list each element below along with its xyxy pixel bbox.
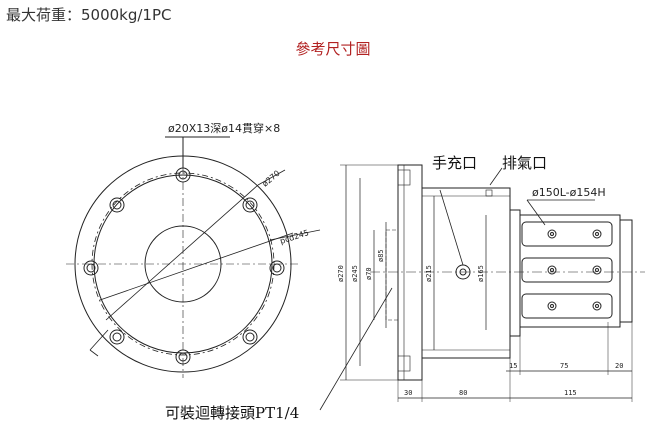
swivel-leader: [319, 287, 393, 411]
cylinder-port: [547, 301, 557, 311]
bolt-hole: [269, 260, 285, 276]
max-load-text: 最大荷重：5000kg/1PC: [6, 6, 172, 24]
dim-d245-text: ø245: [351, 265, 359, 282]
cyl-label-leader: [526, 199, 546, 226]
exhaust-port: [485, 189, 493, 197]
dim-d270-text: ø270: [337, 265, 345, 282]
exhaust-port-label: 排氣口: [502, 154, 547, 172]
cylinder-port: [547, 229, 557, 239]
exhaust-leader: [489, 167, 503, 186]
bottom-leader: [89, 329, 109, 351]
manual-port-label: 手充口: [432, 154, 477, 172]
bolt-hole-inner: [178, 170, 188, 180]
end-cap: [619, 219, 633, 323]
manual-port-leader: [439, 189, 464, 266]
dim-20-text: 20: [615, 362, 623, 370]
cylinder-port: [592, 301, 602, 311]
bottom-leader: [89, 349, 99, 357]
bolt-hole-inner: [272, 263, 282, 273]
bolt-hole-inner: [112, 332, 122, 342]
dim-15-text: 15: [509, 362, 517, 370]
base-flange: [397, 164, 423, 381]
pcd-dim-line: [99, 232, 294, 301]
bolt-hole-inner: [245, 200, 255, 210]
bolt-hole-inner: [245, 332, 255, 342]
cylinder-port: [592, 265, 602, 275]
front-view: [66, 136, 321, 378]
dim-d85-text: ø85: [377, 249, 385, 262]
bolt-holes: [83, 167, 285, 365]
dim-115-text: 115: [564, 389, 577, 397]
air-cylinder: [521, 257, 613, 283]
swivel-joint-label: 可裝迴轉接頭PT1/4: [165, 404, 299, 422]
bolt-hole-inner: [178, 352, 188, 362]
bolt-hole: [109, 329, 125, 345]
dim-80-text: 80: [459, 389, 467, 397]
inner-bore: [385, 229, 399, 321]
hole-note-text: ø20X13深ø14貫穿×8: [168, 121, 280, 135]
air-cylinder: [521, 221, 613, 247]
dim-30-text: 30: [404, 389, 412, 397]
cylinder-port: [592, 229, 602, 239]
flange-slot: [397, 169, 411, 186]
side-view: [319, 164, 645, 411]
dim-d70-text: ø70: [365, 267, 373, 280]
dia270-leader: [257, 169, 286, 186]
dim-d215-text: ø215: [425, 265, 433, 282]
bolt-hole-inner: [86, 263, 96, 273]
neck: [509, 209, 521, 337]
dim-d165-text: ø165: [477, 265, 485, 282]
air-cylinder: [521, 293, 613, 319]
pcd-label: pcd245: [279, 228, 310, 246]
dim-75-text: 75: [560, 362, 568, 370]
dia270-dim-line: [105, 184, 259, 321]
bolt-hole: [175, 349, 191, 365]
bolt-hole: [109, 197, 125, 213]
bolt-hole: [83, 260, 99, 276]
pcd-leader: [269, 229, 321, 241]
bolt-hole: [242, 329, 258, 345]
dia-270-label: ø270: [261, 169, 282, 189]
flange-slot: [397, 355, 411, 372]
reference-drawing-title: 參考尺寸圖: [295, 40, 371, 58]
valve-manifold: [519, 214, 621, 328]
cylinder-port: [547, 265, 557, 275]
bolt-hole-inner: [112, 200, 122, 210]
bolt-hole: [242, 197, 258, 213]
cylinder-size-label: ø150L-ø154H: [532, 186, 606, 199]
